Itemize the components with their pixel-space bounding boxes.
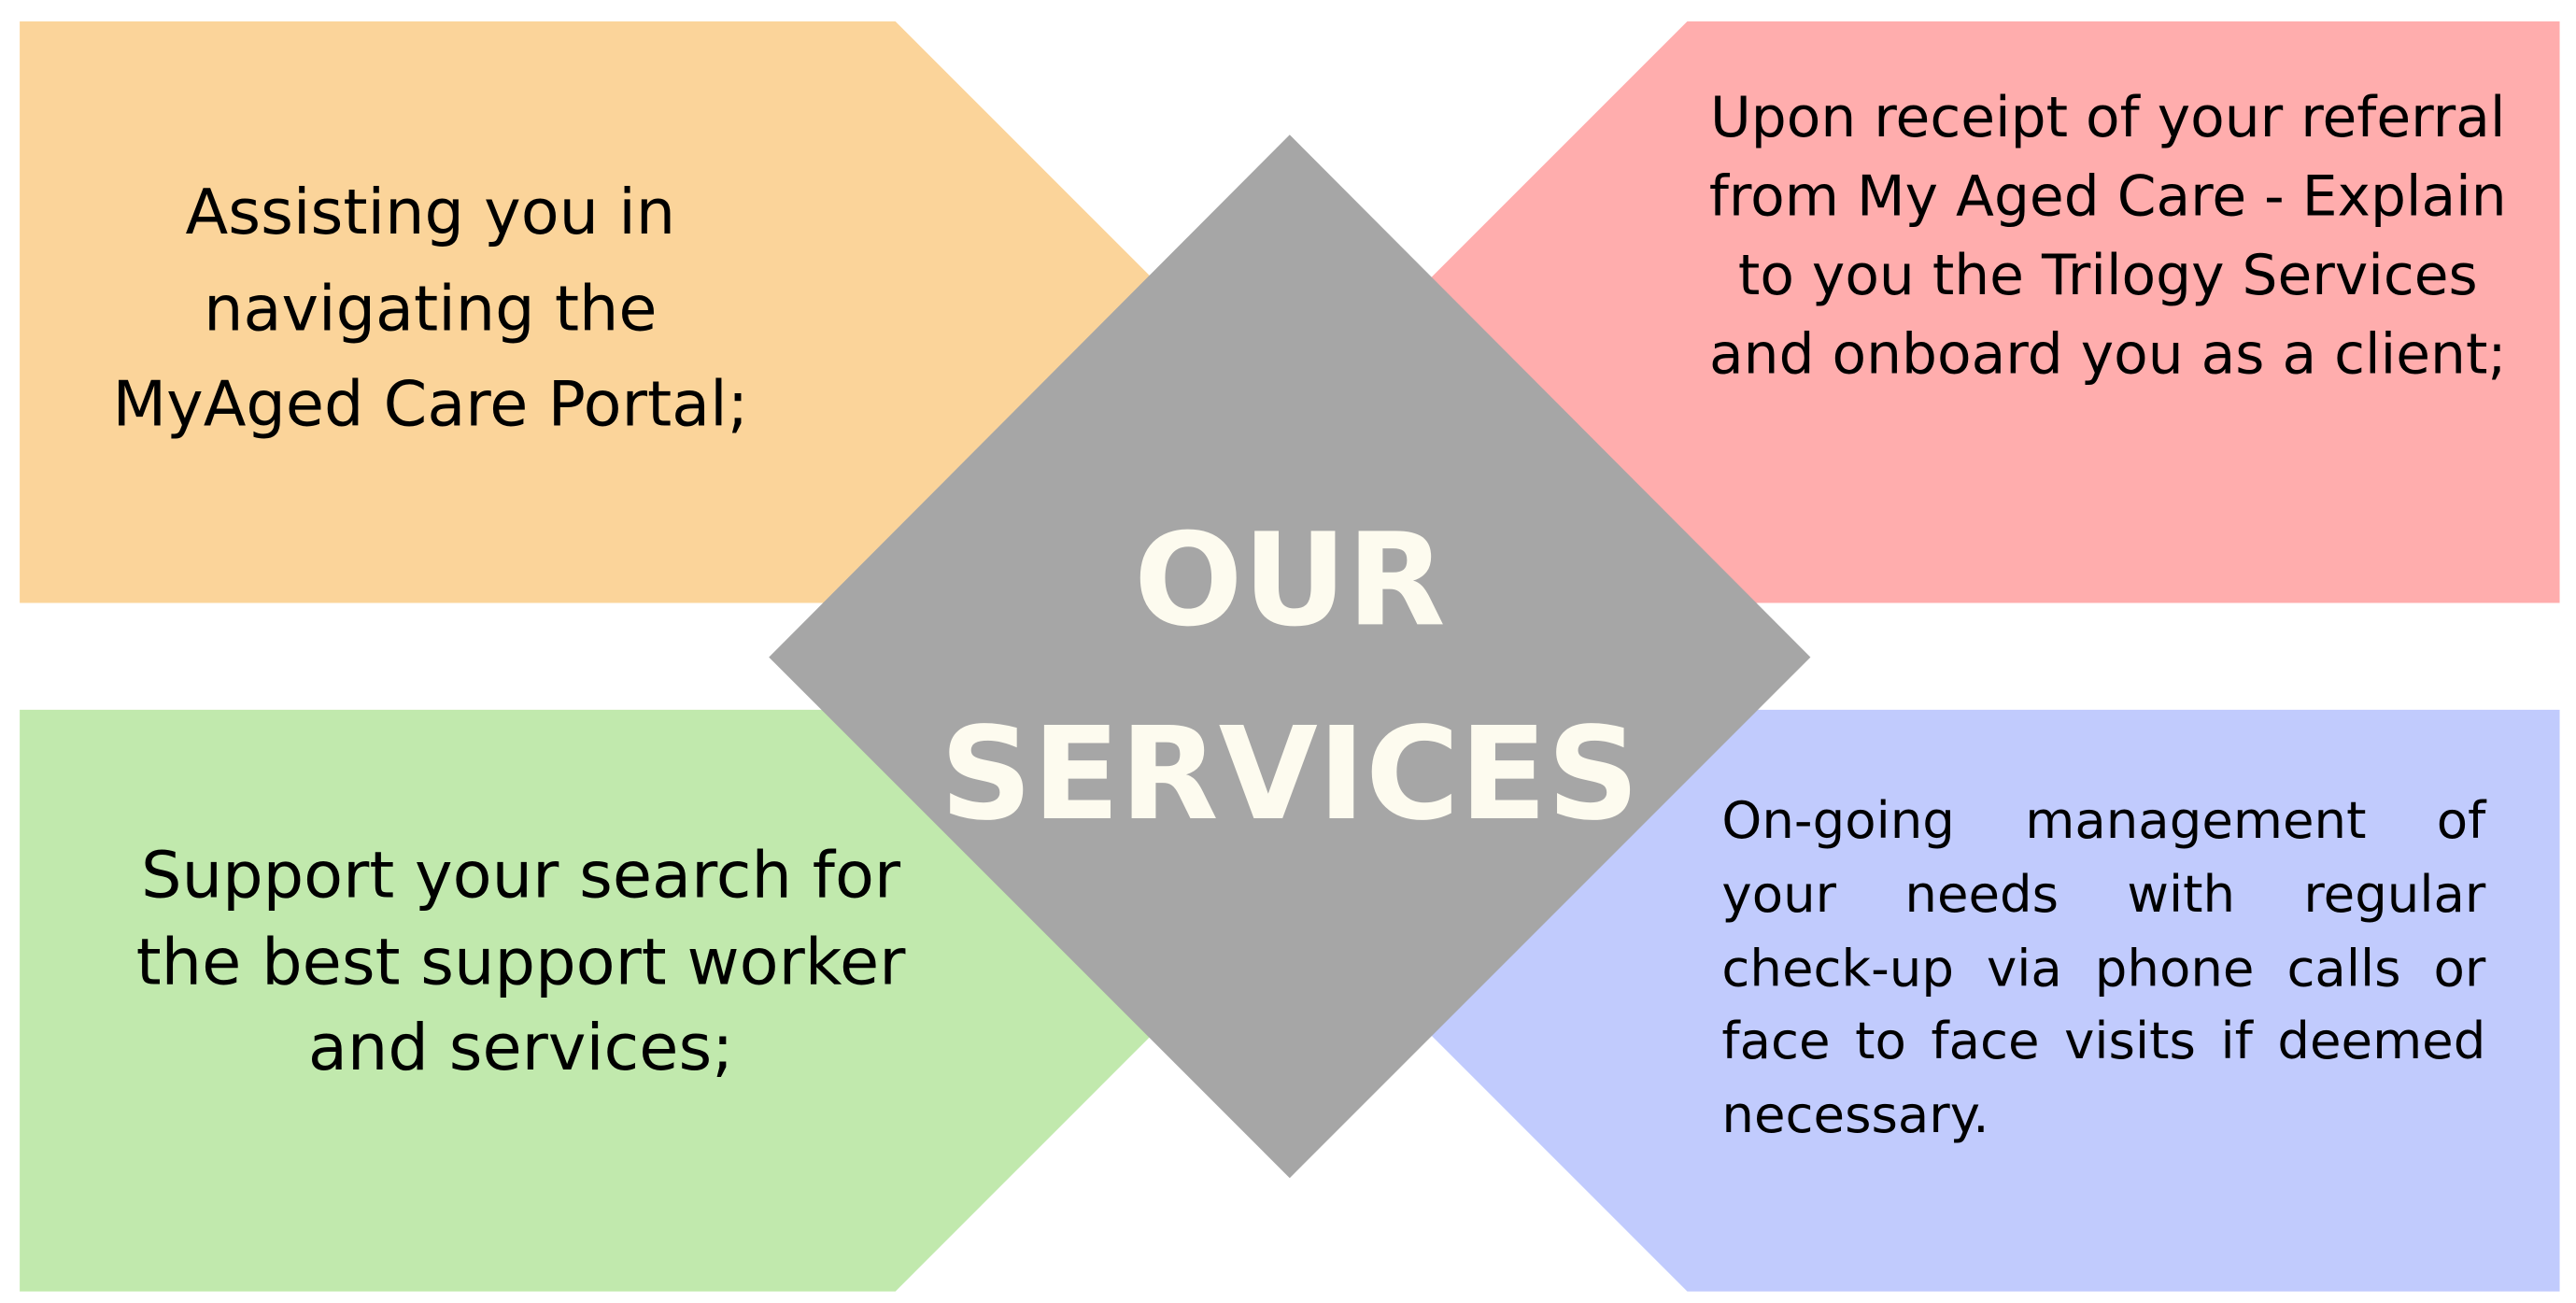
title-line-2: SERVICES (940, 701, 1640, 850)
panel-top-left-text: Assisting you in navigating the MyAged C… (112, 176, 749, 441)
center-diamond (769, 135, 1811, 1179)
panel-top-right-text: Upon receipt of your referral from My Ag… (1708, 85, 2507, 389)
title-line-1: OUR (1133, 507, 1446, 656)
panel-bottom-left-text: Support your search for the best support… (135, 839, 906, 1086)
panel-bottom-right-text: On-going management of your needs with r… (1721, 791, 2486, 1146)
diagram-title: OUR SERVICES (879, 485, 1701, 872)
